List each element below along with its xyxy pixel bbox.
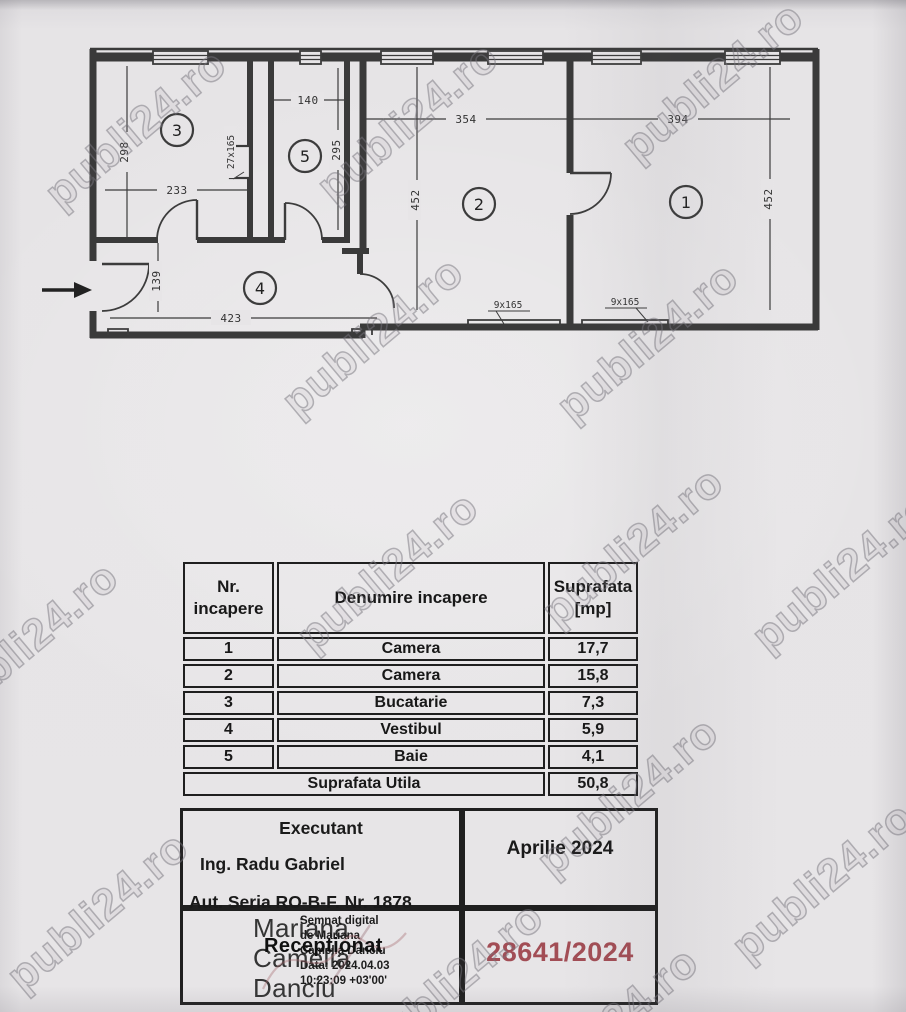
room-labels: 3 5 4 2 1	[159, 112, 704, 306]
date-cell: Aprilie 2024	[462, 808, 658, 908]
receptionat-section: Mariana Camelia Danciu Semnat digital de…	[180, 908, 658, 1005]
room-nr: 4	[183, 718, 274, 742]
window-symbols	[152, 50, 781, 65]
room-label-1: 1	[668, 184, 704, 220]
room-name: Camera	[277, 637, 545, 661]
room-label-4: 4	[242, 270, 278, 306]
dim-room5-height: 295	[330, 139, 343, 160]
dim-room3-width: 233	[166, 184, 187, 197]
digital-signature-stamp: Semnat digital de Mariana Camelia Danciu…	[300, 914, 390, 989]
header-suprafata: Suprafata [mp]	[548, 562, 638, 634]
dim-room1-width: 394	[667, 113, 688, 126]
watermark-text: publi24.ro	[0, 821, 199, 1002]
room-area: 4,1	[548, 745, 638, 769]
registration-number: 28641/2024	[486, 937, 634, 967]
room-nr: 1	[183, 637, 274, 661]
table-row: 2 Camera 15,8	[183, 664, 638, 688]
dim-room3-height: 298	[118, 141, 131, 162]
room-name: Baie	[277, 745, 545, 769]
stamp-line: Camelia Danciu	[300, 945, 386, 957]
room-label-5: 5	[287, 138, 323, 174]
executant-title: Executant	[279, 818, 363, 838]
table-total-row: Suprafata Utila 50,8	[183, 772, 638, 796]
dim-vestibul-height: 139	[150, 270, 163, 291]
room-areas-table: Nr. incapere Denumire incapere Suprafata…	[180, 559, 641, 799]
svg-text:4: 4	[255, 279, 265, 298]
table-row: 5 Baie 4,1	[183, 745, 638, 769]
signer-name: Mariana Camelia Danciu	[253, 913, 351, 1003]
watermark-text: publi24.ro	[742, 481, 906, 662]
floor-plan-drawing: 298 233 27x165 140 295 139 423 354	[42, 47, 820, 339]
radiator-niches	[107, 319, 669, 335]
room-area: 7,3	[548, 691, 638, 715]
document-date: Aprilie 2024	[506, 838, 614, 859]
interior-walls	[90, 53, 574, 327]
signer-name-line: Danciu	[253, 973, 336, 1003]
table-row: 1 Camera 17,7	[183, 637, 638, 661]
dim-room5-width: 140	[297, 94, 318, 107]
dim-room2-width: 354	[455, 113, 476, 126]
dim-room1-height: 452	[762, 188, 775, 209]
svg-text:3: 3	[172, 121, 182, 140]
stamp-line: Semnat digital	[300, 915, 379, 927]
total-area: 50,8	[548, 772, 638, 796]
room-label-3: 3	[159, 112, 195, 148]
room-area: 17,7	[548, 637, 638, 661]
svg-text:5: 5	[300, 147, 310, 166]
stamp-line: Data: 2024.04.03	[300, 960, 390, 972]
dimension-lines: 298 233 27x165 140 295 139 423 354	[105, 66, 790, 325]
outer-walls	[89, 47, 820, 339]
dim-vestibul-width: 423	[220, 312, 241, 325]
executant-authorization: Aut. Seria RO-B-F, Nr. 1878	[189, 892, 412, 912]
watermark-text: publi24.ro	[722, 791, 906, 972]
room-area: 15,8	[548, 664, 638, 688]
room-area: 5,9	[548, 718, 638, 742]
watermark-text: publi24.ro	[0, 551, 129, 732]
signer-name-line: Mariana	[253, 913, 350, 943]
header-denumire-incapere: Denumire incapere	[277, 562, 545, 634]
door-symbols	[101, 171, 612, 312]
dim-radiator-room2: 9x165	[494, 300, 523, 311]
svg-text:2: 2	[474, 195, 484, 214]
executant-cell: Executant Ing. Radu Gabriel Aut. Seria R…	[180, 808, 462, 912]
room-nr: 5	[183, 745, 274, 769]
room-name: Camera	[277, 664, 545, 688]
room-label-2: 2	[461, 186, 497, 222]
signer-name-line: Camelia	[253, 943, 351, 973]
signature-cell: Mariana Camelia Danciu Semnat digital de…	[180, 908, 462, 1005]
executant-name: Ing. Radu Gabriel	[200, 854, 345, 874]
room-name: Vestibul	[277, 718, 545, 742]
receptionat-label: Receptionat	[264, 935, 383, 957]
table-row: 3 Bucatarie 7,3	[183, 691, 638, 715]
entrance-arrow-icon	[42, 282, 92, 298]
executant-section: Executant Ing. Radu Gabriel Aut. Seria R…	[180, 808, 658, 912]
stamp-line: 10:23:09 +03'00'	[300, 975, 387, 987]
total-label: Suprafata Utila	[183, 772, 545, 796]
dim-radiator-room1: 9x165	[611, 297, 640, 308]
handwritten-signature	[262, 924, 407, 990]
header-nr-incapere: Nr. incapere	[183, 562, 274, 634]
registration-cell: 28641/2024	[462, 908, 658, 1005]
dim-shaft: 27x165	[226, 135, 237, 169]
svg-text:1: 1	[681, 193, 691, 212]
room-name: Bucatarie	[277, 691, 545, 715]
table-row: 4 Vestibul 5,9	[183, 718, 638, 742]
table-header-row: Nr. incapere Denumire incapere Suprafata…	[183, 562, 638, 634]
room-nr: 3	[183, 691, 274, 715]
room-nr: 2	[183, 664, 274, 688]
stamp-line: de Mariana	[300, 930, 361, 942]
dim-room2-height: 452	[409, 189, 422, 210]
